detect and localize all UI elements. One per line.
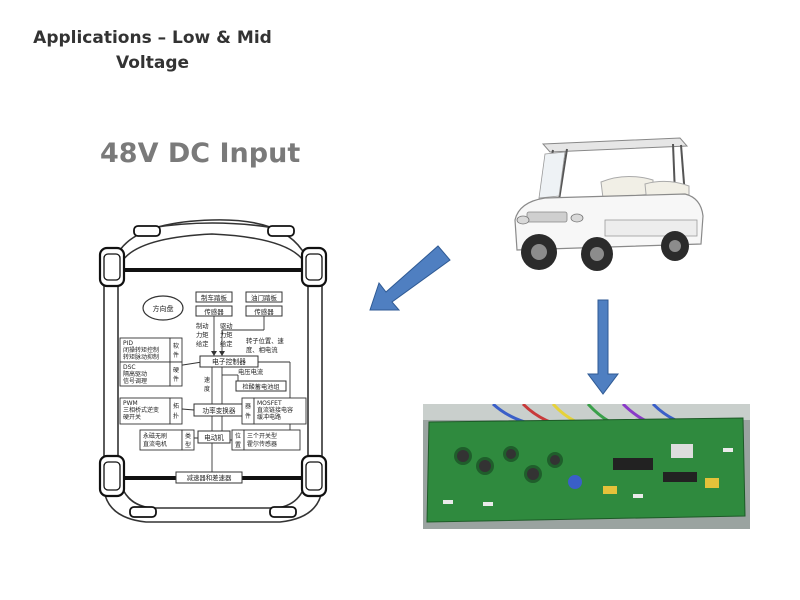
golf-cart-image — [514, 137, 704, 271]
motor-type-label: 类 型 — [185, 432, 191, 449]
sensor-right-label: 传感器 — [254, 307, 274, 316]
svg-text:给定: 给定 — [196, 339, 209, 348]
svg-text:永磁无刷: 永磁无刷 — [143, 432, 167, 440]
control-strategy-block — [119, 337, 183, 387]
svg-text:隔高驱动: 隔高驱动 — [123, 370, 147, 378]
svg-text:力矩: 力矩 — [196, 330, 209, 339]
mosfet-block — [241, 397, 307, 425]
svg-text:速: 速 — [204, 377, 210, 384]
svg-text:驱动: 驱动 — [220, 322, 233, 330]
drive-torque-label: 驱动 力矩 给定 — [220, 322, 233, 348]
svg-text:器: 器 — [245, 403, 251, 410]
steering-wheel — [142, 295, 184, 321]
slide-subtitle: 48V DC Input — [100, 138, 301, 169]
reducer-label: 减速器和差速器 — [187, 473, 232, 482]
brake-torque-label: 制动 力矩 给定 — [196, 321, 209, 348]
steering-wheel-label: 方向盘 — [153, 304, 174, 313]
device-label: 器 件 — [245, 403, 251, 420]
svg-text:力矩: 力矩 — [220, 330, 233, 339]
svg-text:拓: 拓 — [173, 402, 179, 410]
svg-text:三相桥式逆变: 三相桥式逆变 — [123, 406, 159, 414]
ecu-box — [199, 355, 259, 368]
svg-text:位: 位 — [235, 432, 241, 440]
motor-label: 电动机 — [204, 433, 224, 442]
svg-text:件: 件 — [245, 412, 251, 420]
svg-text:硬: 硬 — [173, 367, 179, 374]
pwm-label: PWM 三相桥式逆变 硬开关 — [123, 400, 159, 421]
sensor-left-label: 传感器 — [204, 307, 224, 316]
svg-text:霍尔传感器: 霍尔传感器 — [247, 440, 277, 448]
dsc-label: DSC 隔高驱动 信号调理 — [123, 364, 147, 385]
svg-text:度、相电流: 度、相电流 — [246, 345, 278, 354]
reducer-box — [175, 471, 243, 484]
arrow-to-diagram — [369, 245, 451, 311]
voltage-current-label: 电压电流 — [238, 367, 264, 376]
battery-box — [235, 380, 287, 392]
car-wheels — [98, 246, 328, 498]
bumpers — [129, 225, 297, 518]
svg-text:型: 型 — [185, 441, 191, 449]
pm-motor-label: 永磁无刷 直流电机 — [143, 432, 167, 448]
svg-text:件: 件 — [173, 351, 179, 359]
ecu-label: 电子控制器 — [212, 357, 246, 366]
pwm-block — [119, 397, 183, 425]
wheel-hubs — [103, 253, 323, 491]
svg-text:置: 置 — [235, 442, 241, 449]
power-converter-label: 功率变换器 — [203, 406, 236, 415]
battery-label: 检酸蓄电池组 — [242, 383, 279, 391]
mosfet-label: MOSFET 直流链接电容 缓冲电路 — [257, 400, 293, 421]
accel-pedal-label: 油门踏板 — [251, 293, 278, 302]
svg-text:直流链接电容: 直流链接电容 — [257, 406, 293, 414]
arrow-to-controller — [587, 299, 619, 395]
slide-title-line-2: Voltage — [115, 53, 190, 73]
svg-text:转子位置、速: 转子位置、速 — [246, 336, 284, 345]
svg-text:软: 软 — [173, 342, 179, 350]
svg-text:件: 件 — [173, 375, 179, 383]
slide-title: Applications – Low & Mid Voltage — [20, 26, 285, 76]
svg-text:三个开关型: 三个开关型 — [247, 432, 277, 440]
svg-text:扑: 扑 — [173, 412, 179, 420]
slide-title-line-1: Applications – Low & Mid — [33, 28, 272, 48]
brake-pedal-label: 制车踏板 — [201, 293, 228, 302]
svg-text:PID: PID — [123, 340, 133, 347]
svg-text:给定: 给定 — [220, 339, 233, 348]
topology-label: 拓 扑 — [173, 402, 179, 420]
controller-pcb-image — [423, 404, 750, 529]
software-label: 软 件 — [173, 342, 179, 359]
svg-text:信号调理: 信号调理 — [123, 377, 147, 385]
svg-text:直流电机: 直流电机 — [143, 440, 167, 448]
svg-text:缓冲电路: 缓冲电路 — [257, 413, 281, 421]
flow-arrowheads — [211, 351, 225, 356]
svg-text:类: 类 — [185, 432, 191, 440]
svg-text:DSC: DSC — [123, 364, 136, 371]
svg-text:转矩脉动抑制: 转矩脉动抑制 — [123, 353, 159, 361]
speed-label: 速 度 — [204, 377, 210, 393]
svg-text:制动: 制动 — [196, 321, 209, 330]
rotor-info-label: 转子位置、速 度、相电流 — [246, 336, 284, 354]
svg-text:硬开关: 硬开关 — [123, 413, 141, 421]
pid-label: PID 闭操转矩控制 转矩脉动抑制 — [123, 340, 159, 361]
svg-text:闭操转矩控制: 闭操转矩控制 — [123, 346, 159, 354]
svg-text:MOSFET: MOSFET — [257, 400, 282, 407]
svg-text:PWM: PWM — [123, 400, 138, 407]
hall-sensor-block — [231, 429, 301, 451]
motor-type-block — [139, 429, 195, 451]
motor-box — [197, 430, 231, 444]
hall-sensor-label: 三个开关型 霍尔传感器 — [247, 432, 277, 448]
svg-text:度: 度 — [204, 385, 210, 393]
position-label: 位 置 — [235, 432, 241, 449]
hardware-label: 硬 件 — [173, 367, 179, 383]
